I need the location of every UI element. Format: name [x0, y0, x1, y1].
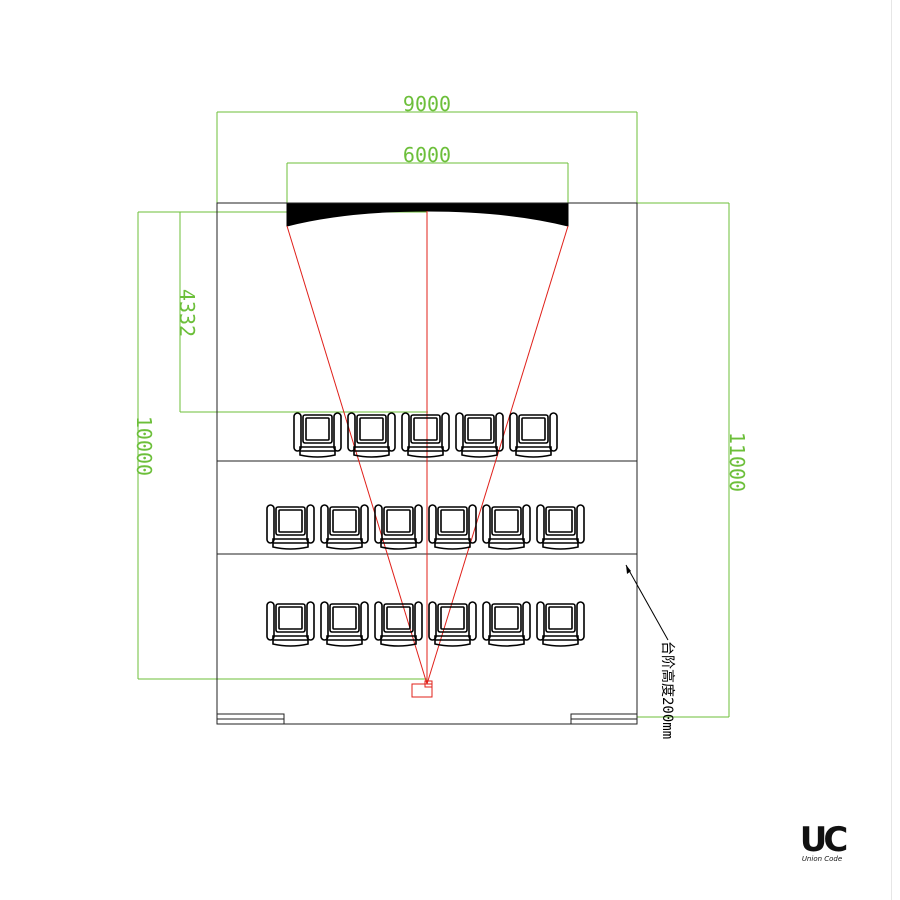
logo-text: Union Code [802, 855, 842, 863]
seat [266, 504, 315, 550]
step-height-label: 台阶高度200mm [659, 641, 676, 739]
dimension-label-left-depth: 10000 [132, 416, 156, 476]
seat [347, 412, 396, 458]
dimension-viewing-distance: 4332 [175, 212, 428, 413]
seat [266, 601, 315, 647]
dimension-label-outer-width: 9000 [403, 92, 451, 116]
seat [536, 504, 585, 550]
seat [428, 601, 477, 647]
dimension-label-screen-width: 6000 [403, 143, 451, 167]
seat [536, 601, 585, 647]
seat [401, 412, 450, 458]
seat [374, 601, 423, 647]
logo-mark: UC [800, 820, 847, 860]
seat [509, 412, 558, 458]
dimension-outer-depth: 11000 [637, 202, 749, 718]
seat [428, 504, 477, 550]
seat [320, 504, 369, 550]
dimension-screen-width: 6000 [286, 143, 569, 205]
seat [482, 504, 531, 550]
dimension-label-viewing-distance: 4332 [175, 289, 199, 337]
page-edge-line [891, 0, 892, 900]
dimension-label-outer-depth: 11000 [725, 432, 749, 492]
step-height-annotation: 台阶高度200mm [625, 564, 676, 739]
seating-area [266, 412, 585, 647]
seat [455, 412, 504, 458]
projector-icon [411, 680, 433, 698]
union-code-logo: UC Union Code [800, 820, 851, 863]
seat [374, 504, 423, 550]
seat [320, 601, 369, 647]
dimension-outer-width: 9000 [216, 92, 638, 203]
seat [482, 601, 531, 647]
seat [293, 412, 342, 458]
